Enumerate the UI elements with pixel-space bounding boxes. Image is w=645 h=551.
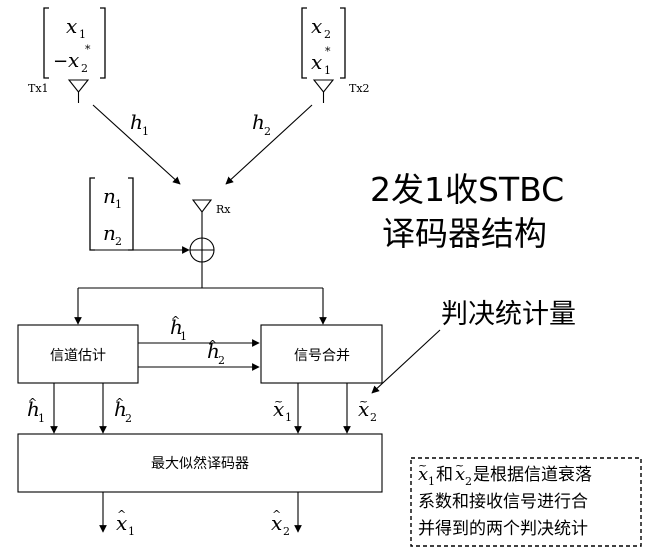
h2-estimate-label: h <box>207 339 220 363</box>
tx1-entry-1: x <box>66 14 77 38</box>
decision-statistic-label: 判决统计量 <box>441 299 576 330</box>
decoder-in-x1: x <box>273 397 284 421</box>
channel-estimator-label: 信道估计 <box>50 348 106 364</box>
decoder-in-x2: x <box>358 397 369 421</box>
note-and: 和 <box>436 465 453 485</box>
svg-text:^: ^ <box>28 396 37 409</box>
h1-estimate-hat: ^ <box>171 314 180 327</box>
channel-h2-label: h <box>252 110 265 134</box>
output-x2: x <box>271 511 282 535</box>
h2-estimate-hat: ^ <box>208 338 217 351</box>
output-x1: x <box>116 511 127 535</box>
tx1-entry-1-sub: 1 <box>79 28 86 41</box>
noise-n2: n <box>103 221 116 245</box>
tx1-entry-2: x <box>68 48 79 72</box>
tx2-entry-2: x <box>311 50 322 74</box>
note-x2: x <box>455 464 465 485</box>
tx1-symbol-vector: x 1 − x 2 * <box>43 7 106 79</box>
h1-estimate-sub: 1 <box>180 330 187 343</box>
channel-h2-arrow <box>225 104 313 185</box>
note-x1-sub: 1 <box>428 475 435 488</box>
signal-combiner-label: 信号合并 <box>294 348 350 364</box>
tx1-entry-2-sign: − <box>53 51 68 72</box>
note-x1: x <box>418 464 428 485</box>
decoder-in-x1-sub: 1 <box>285 411 292 424</box>
diagram-title-line1: 2发1收STBC <box>370 170 564 209</box>
decision-statistic-arrow <box>371 329 441 394</box>
decoder-input-arrows <box>50 383 351 434</box>
decoder-in-h1-sub: 1 <box>38 412 45 425</box>
decoder-in-h1: h <box>27 397 40 421</box>
signal-combiner-block <box>260 324 383 384</box>
noise-n1-sub: 1 <box>115 198 122 211</box>
decoder-in-h2: h <box>114 397 127 421</box>
svg-text:~: ~ <box>359 395 368 408</box>
svg-text:^: ^ <box>115 396 124 409</box>
channel-h1-sub: 1 <box>142 125 149 138</box>
h1-estimate-label: h <box>170 315 183 339</box>
svg-text:~: ~ <box>418 459 427 472</box>
channel-h2-sub: 2 <box>264 125 271 138</box>
svg-text:^: ^ <box>117 508 126 521</box>
ml-decoder-label: 最大似然译码器 <box>151 455 249 472</box>
note-line3: 并得到的两个判决统计 <box>418 519 588 539</box>
noise-n1: n <box>103 184 116 208</box>
output-x1-sub: 1 <box>128 525 135 538</box>
note-line2: 系数和接收信号进行合 <box>418 492 588 512</box>
noise-vector: n 1 n 2 <box>89 177 134 251</box>
rx-antenna-icon <box>191 199 213 238</box>
h2-estimate-sub: 2 <box>218 354 225 367</box>
tx2-entry-1: x <box>311 14 322 38</box>
decoder-in-h2-sub: 2 <box>125 412 132 425</box>
adder-icon <box>189 237 215 263</box>
channel-h1-label: h <box>130 110 143 134</box>
svg-text:~: ~ <box>455 459 464 472</box>
note-x2-sub: 2 <box>465 475 472 488</box>
output-x2-sub: 2 <box>283 525 290 538</box>
tx2-entry-2-conj: * <box>325 45 331 58</box>
channel-estimator-block <box>17 324 139 384</box>
channel-h1-arrow <box>92 104 181 185</box>
tx2-symbol-vector: x 2 x 1 * <box>301 7 346 79</box>
note-box <box>410 457 642 547</box>
tx1-antenna-icon <box>67 79 90 103</box>
tx1-label: Tx1 <box>28 82 49 95</box>
decoder-in-x2-sub: 2 <box>370 411 377 424</box>
diagram-title-line2: 译码器结构 <box>382 214 547 253</box>
tx1-entry-2-conj: * <box>85 43 91 56</box>
svg-text:~: ~ <box>274 395 283 408</box>
note-line1-rest: 是根据信道衰落 <box>473 465 592 485</box>
tx2-entry-2-sub: 1 <box>324 64 331 77</box>
tx2-entry-1-sub: 2 <box>324 28 331 41</box>
rx-label: Rx <box>216 203 231 216</box>
svg-text:^: ^ <box>272 508 281 521</box>
tx2-label: Tx2 <box>349 82 370 95</box>
tx2-antenna-icon <box>312 79 335 103</box>
noise-n2-sub: 2 <box>115 235 122 248</box>
tx1-entry-2-sub: 2 <box>81 62 88 75</box>
ml-decoder-block <box>17 433 383 493</box>
split-lines <box>74 262 327 325</box>
